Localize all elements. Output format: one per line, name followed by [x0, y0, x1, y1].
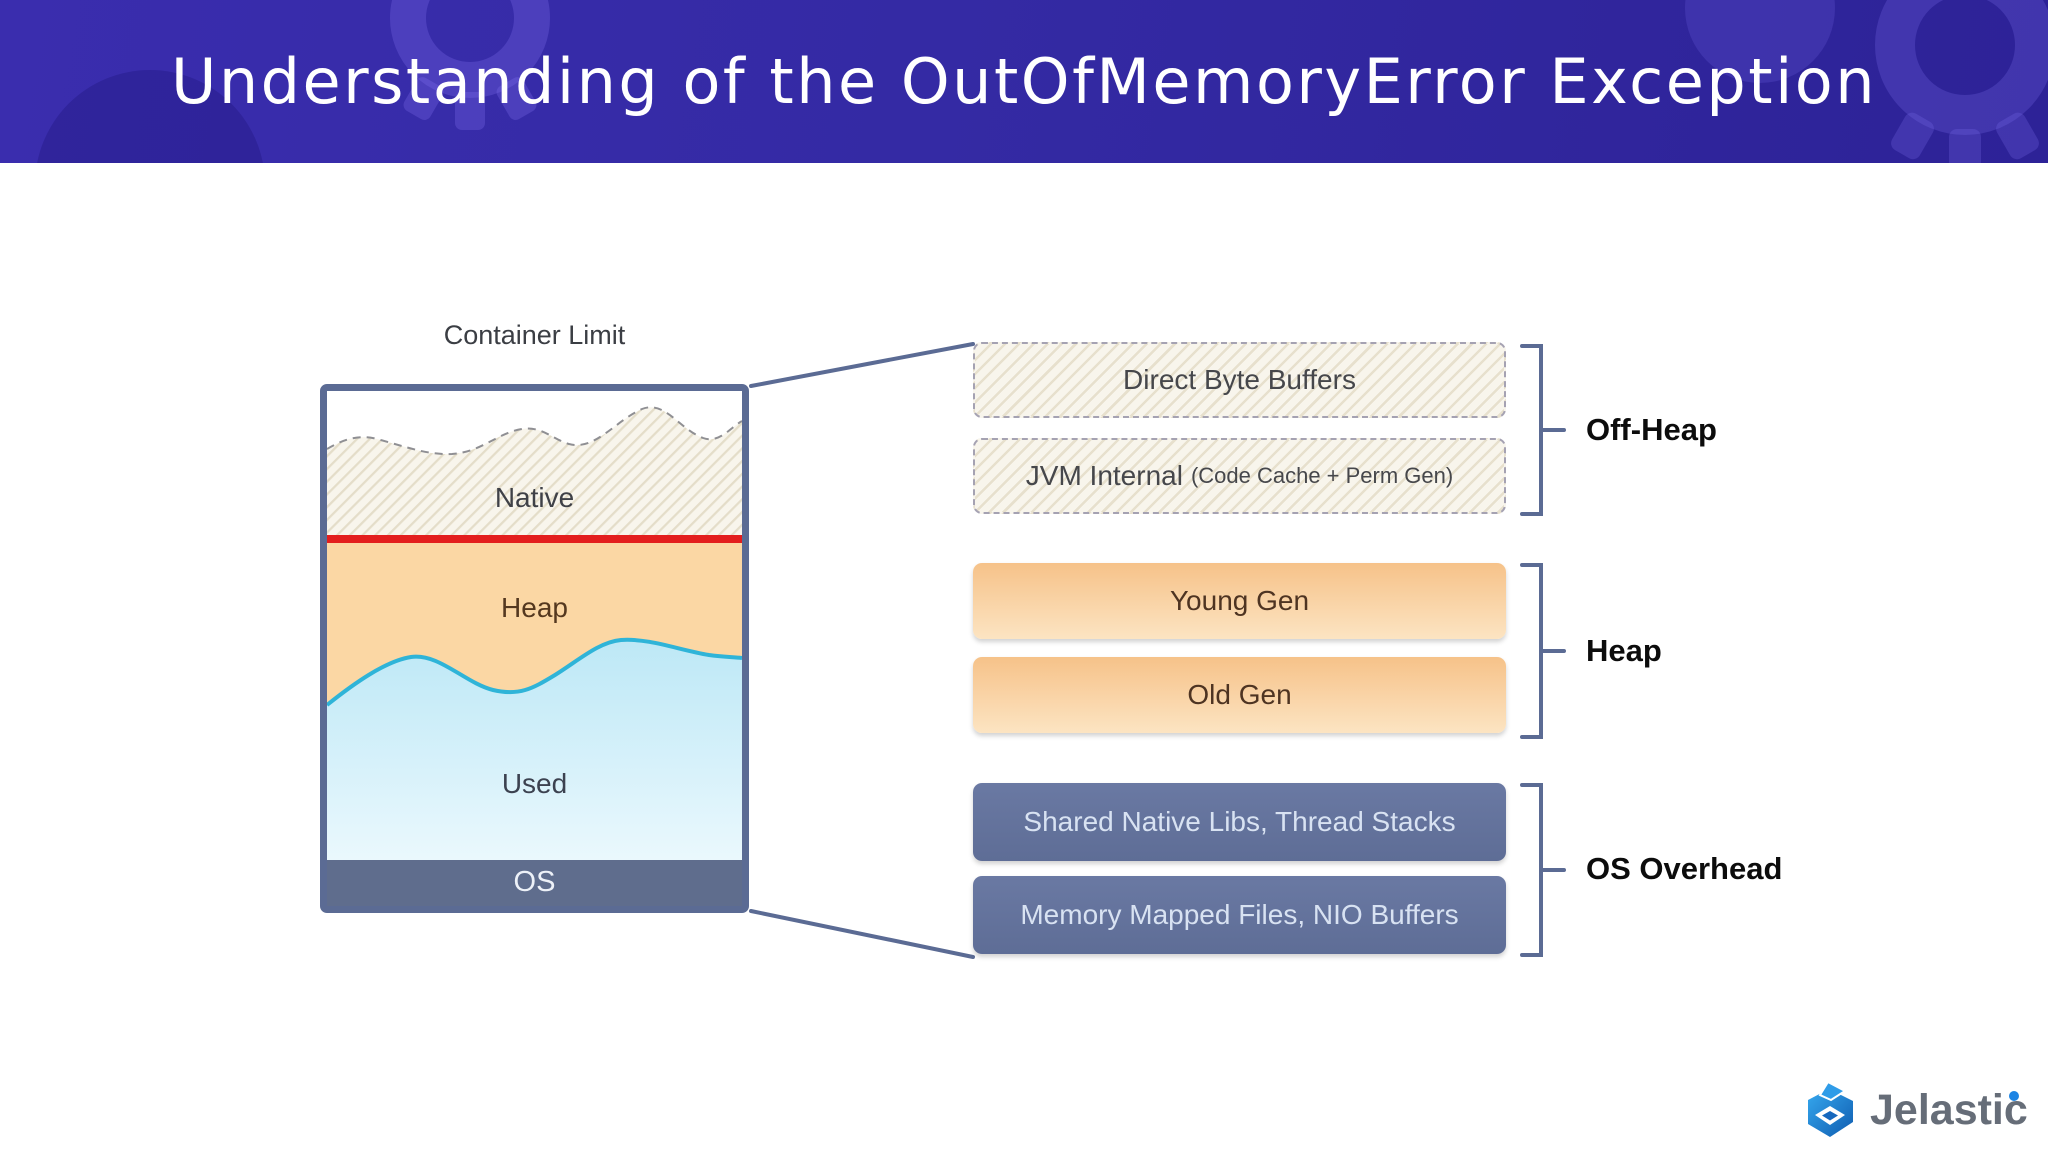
gear-icon — [1875, 0, 2048, 163]
memory-mapped-files-box: Memory Mapped Files, NIO Buffers — [973, 876, 1506, 954]
os-overhead-group-label: OS Overhead — [1586, 851, 1783, 886]
jelastic-wordmark: Jelastic — [1870, 1085, 2028, 1134]
native-region — [327, 407, 742, 535]
os-region — [327, 860, 742, 906]
memory-mapped-files-label: Memory Mapped Files, NIO Buffers — [1020, 899, 1459, 930]
jvm-internal-box: JVM Internal (Code Cache + Perm Gen) — [973, 438, 1506, 514]
off-heap-bracket — [1520, 344, 1566, 516]
os-label: OS — [513, 866, 556, 898]
jvm-internal-sublabel: (Code Cache + Perm Gen) — [1190, 463, 1454, 488]
heap-group-label: Heap — [1586, 633, 1662, 668]
memory-container-box — [320, 384, 749, 913]
old-gen-box: Old Gen — [973, 657, 1506, 733]
memory-sections-graphic — [327, 391, 742, 906]
off-heap-group-label: Off-Heap — [1586, 412, 1717, 447]
page-title: Understanding of the OutOfMemoryError Ex… — [170, 45, 1878, 118]
jvm-internal-label: JVM Internal — [1025, 460, 1183, 491]
used-wave-line — [327, 637, 742, 707]
shared-native-libs-box: Shared Native Libs, Thread Stacks — [973, 783, 1506, 861]
shared-native-libs-label: Shared Native Libs, Thread Stacks — [1023, 806, 1456, 837]
young-gen-box: Young Gen — [973, 563, 1506, 639]
used-label: Used — [501, 768, 568, 799]
top-connector-line — [749, 342, 975, 388]
brand-i-dot — [2009, 1090, 2019, 1101]
heap-label: Heap — [501, 592, 568, 623]
limit-line — [327, 535, 742, 543]
young-gen-label: Young Gen — [1169, 585, 1310, 616]
old-gen-label: Old Gen — [1187, 679, 1292, 710]
heap-bracket — [1520, 563, 1566, 739]
os-overhead-bracket — [1520, 783, 1566, 957]
used-region — [327, 639, 742, 860]
direct-byte-buffers-box: Direct Byte Buffers — [973, 342, 1506, 418]
jelastic-cube-icon — [1808, 1080, 1853, 1137]
native-label: Native — [494, 482, 575, 513]
jelastic-logo: Jelastic — [1798, 1078, 2028, 1142]
header-banner: Understanding of the OutOfMemoryError Ex… — [0, 0, 2048, 163]
direct-byte-buffers-label: Direct Byte Buffers — [1123, 364, 1356, 395]
native-wave-line — [327, 406, 742, 456]
bottom-connector-line — [749, 909, 975, 959]
container-limit-label: Container Limit — [443, 320, 626, 350]
brand-name: Jelastic — [1870, 1085, 2028, 1134]
